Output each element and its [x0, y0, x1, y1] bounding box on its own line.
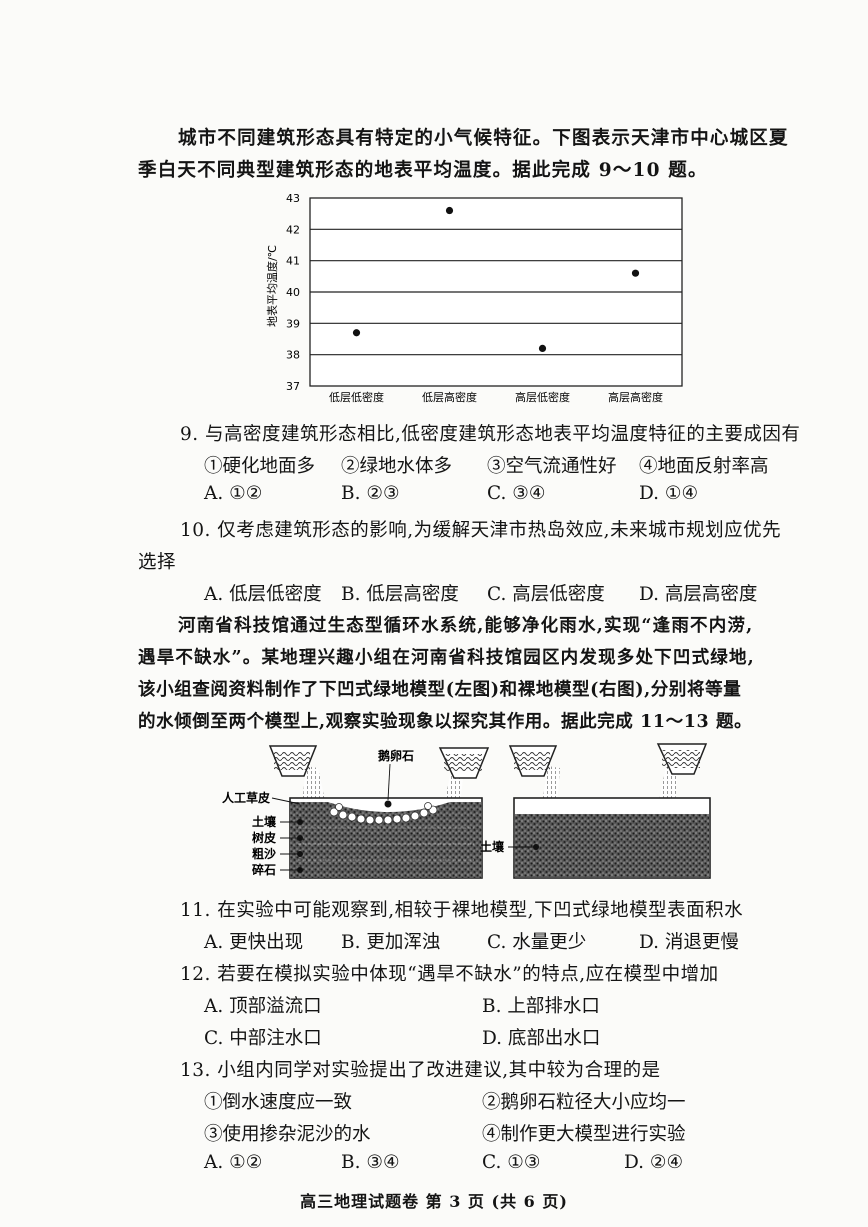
layer-label-soil: 土壤 [252, 814, 277, 829]
q13-items-row2: ③使用掺杂泥沙的水 ④制作更大模型进行实验 [204, 1120, 686, 1146]
q10-option-b[interactable]: B. 低层高密度 [341, 584, 459, 605]
q9-items: ①硬化地面多 ②绿地水体多 ③空气流通性好 ④地面反射率高 [204, 452, 769, 478]
water-bucket-icon [268, 745, 318, 777]
q9-item: ④地面反射率高 [639, 456, 769, 477]
chart-x-tick-label: 高层低密度 [515, 390, 570, 404]
q12-option-a[interactable]: A. 顶部溢流口 [204, 996, 322, 1017]
water-bucket-icon [438, 747, 490, 779]
chart-points [352, 206, 640, 352]
chart-y-axis-label: 地表平均温度/℃ [265, 245, 279, 327]
q11-option-b[interactable]: B. 更加浑浊 [341, 932, 441, 953]
q10-options: A. 低层低密度 B. 低层高密度 C. 高层低密度 D. 高层高密度 [204, 580, 757, 606]
chart-y-ticks: 37 38 39 40 41 42 43 [286, 192, 300, 393]
q13-options: A. ①② B. ③④ C. ①③ D. ②④ [204, 1152, 683, 1173]
q12-options-row2: C. 中部注水口 D. 底部出水口 [204, 1024, 600, 1050]
water-bucket-icon [656, 743, 708, 775]
intro2-line4: 的水倾倒至两个模型上,观察实验现象以探究其作用。据此完成 11～13 题。 [138, 712, 753, 732]
bare-ground-model: 土壤 [480, 743, 711, 879]
chart-point [538, 344, 547, 352]
layer-label-gravel: 碎石 [252, 862, 276, 877]
pebble-label: 鹅卵石 [378, 748, 414, 763]
page-footer: 高三地理试题卷 第 3 页 (共 6 页) [300, 1192, 568, 1211]
chart-y-tick-label: 39 [286, 317, 300, 330]
q11-options: A. 更快出现 B. 更加浑浊 C. 水量更少 D. 消退更慢 [204, 928, 739, 954]
q13-item: ②鹅卵石粒径大小应均一 [482, 1092, 686, 1113]
q10-option-a[interactable]: A. 低层低密度 [204, 584, 322, 605]
q9-item: ②绿地水体多 [341, 456, 453, 477]
q13-item: ③使用掺杂泥沙的水 [204, 1124, 371, 1145]
model-figure: 鹅卵石 人工草皮 土壤 树皮 粗沙 碎石 [222, 743, 711, 879]
q13-option-c[interactable]: C. ①③ [482, 1152, 541, 1173]
water-bucket-icon [508, 745, 558, 777]
q13-option-a[interactable]: A. ①② [204, 1152, 263, 1173]
q9-option-b[interactable]: B. ②③ [341, 483, 400, 504]
intro1-line1: 城市不同建筑形态具有特定的小气候特征。下图表示天津市中心城区夏 [178, 128, 789, 149]
chart-point [445, 206, 454, 215]
q9-stem: 9. 与高密度建筑形态相比,低密度建筑形态地表平均温度特征的主要成因有 [180, 424, 801, 445]
chart-y-tick-label: 40 [286, 286, 300, 299]
q9-options: A. ①② B. ②③ C. ③④ D. ①④ [204, 483, 698, 504]
chart-y-tick-label: 42 [286, 223, 300, 236]
q10-option-c[interactable]: C. 高层低密度 [487, 584, 605, 605]
chart-point [631, 269, 640, 277]
q13-option-b[interactable]: B. ③④ [341, 1152, 400, 1173]
q11-option-d[interactable]: D. 消退更慢 [639, 932, 739, 953]
chart-x-ticks: 低层低密度 低层高密度 高层低密度 高层高密度 [329, 390, 663, 404]
intro2-line2: 遇旱不缺水”。某地理兴趣小组在河南省科技馆园区内发现多处下凹式绿地, [138, 648, 755, 668]
bare-soil-label: 土壤 [480, 839, 505, 854]
q10-stem-line1: 10. 仅考虑建筑形态的影响,为缓解天津市热岛效应,未来城市规划应优先 [180, 520, 782, 541]
q9-option-d[interactable]: D. ①④ [639, 483, 699, 504]
temperature-chart: 37 38 39 40 41 42 43 低层低密度 低层高密度 高层低密度 高层高密度 地表平均… [265, 192, 683, 404]
chart-y-tick-label: 38 [286, 349, 300, 362]
q10-option-d[interactable]: D. 高层高密度 [639, 584, 758, 605]
q9-item: ①硬化地面多 [204, 456, 316, 477]
q9-item: ③空气流通性好 [487, 456, 617, 477]
q11-option-c[interactable]: C. 水量更少 [487, 932, 587, 953]
intro2-line1: 河南省科技馆通过生态型循环水系统,能够净化雨水,实现“逢雨不内涝, [178, 616, 754, 636]
q13-stem: 13. 小组内同学对实验提出了改进建议,其中较为合理的是 [180, 1060, 661, 1081]
q13-items-row1: ①倒水速度应一致 ②鹅卵石粒径大小应均一 [204, 1088, 686, 1114]
layer-label-bark: 树皮 [252, 830, 276, 845]
q11-stem: 11. 在实验中可能观察到,相较于裸地模型,下凹式绿地模型表面积水 [180, 900, 744, 921]
q9-option-c[interactable]: C. ③④ [487, 483, 546, 504]
q11-option-a[interactable]: A. 更快出现 [204, 932, 304, 953]
q12-option-b[interactable]: B. 上部排水口 [482, 996, 600, 1017]
chart-y-tick-label: 43 [286, 192, 300, 205]
q13-item: ④制作更大模型进行实验 [482, 1124, 686, 1145]
concave-green-model: 鹅卵石 人工草皮 土壤 树皮 粗沙 碎石 [222, 745, 490, 879]
q13-option-d[interactable]: D. ②④ [624, 1152, 684, 1173]
chart-x-tick-label: 低层低密度 [329, 390, 384, 404]
q12-option-c[interactable]: C. 中部注水口 [204, 1028, 322, 1049]
intro1-line2: 季白天不同典型建筑形态的地表平均温度。据此完成 9～10 题。 [138, 160, 708, 181]
chart-y-tick-label: 41 [286, 255, 300, 268]
intro2-line3: 该小组查阅资料制作了下凹式绿地模型(左图)和裸地模型(右图),分别将等量 [138, 680, 742, 700]
chart-point [352, 329, 361, 337]
layer-label-grass: 人工草皮 [222, 790, 270, 805]
chart-grid [309, 197, 683, 387]
chart-x-tick-label: 低层高密度 [422, 390, 477, 404]
q13-item: ①倒水速度应一致 [204, 1092, 353, 1113]
q12-options-row1: A. 顶部溢流口 B. 上部排水口 [204, 992, 600, 1018]
q12-option-d[interactable]: D. 底部出水口 [482, 1028, 601, 1049]
q10-stem-line2: 选择 [138, 552, 177, 573]
q9-option-a[interactable]: A. ①② [204, 483, 263, 504]
q12-stem: 12. 若要在模拟实验中体现“遇旱不缺水”的特点,应在模型中增加 [180, 964, 719, 985]
layer-label-sand: 粗沙 [252, 846, 276, 861]
chart-x-tick-label: 高层高密度 [608, 390, 663, 404]
chart-y-tick-label: 37 [286, 380, 300, 393]
